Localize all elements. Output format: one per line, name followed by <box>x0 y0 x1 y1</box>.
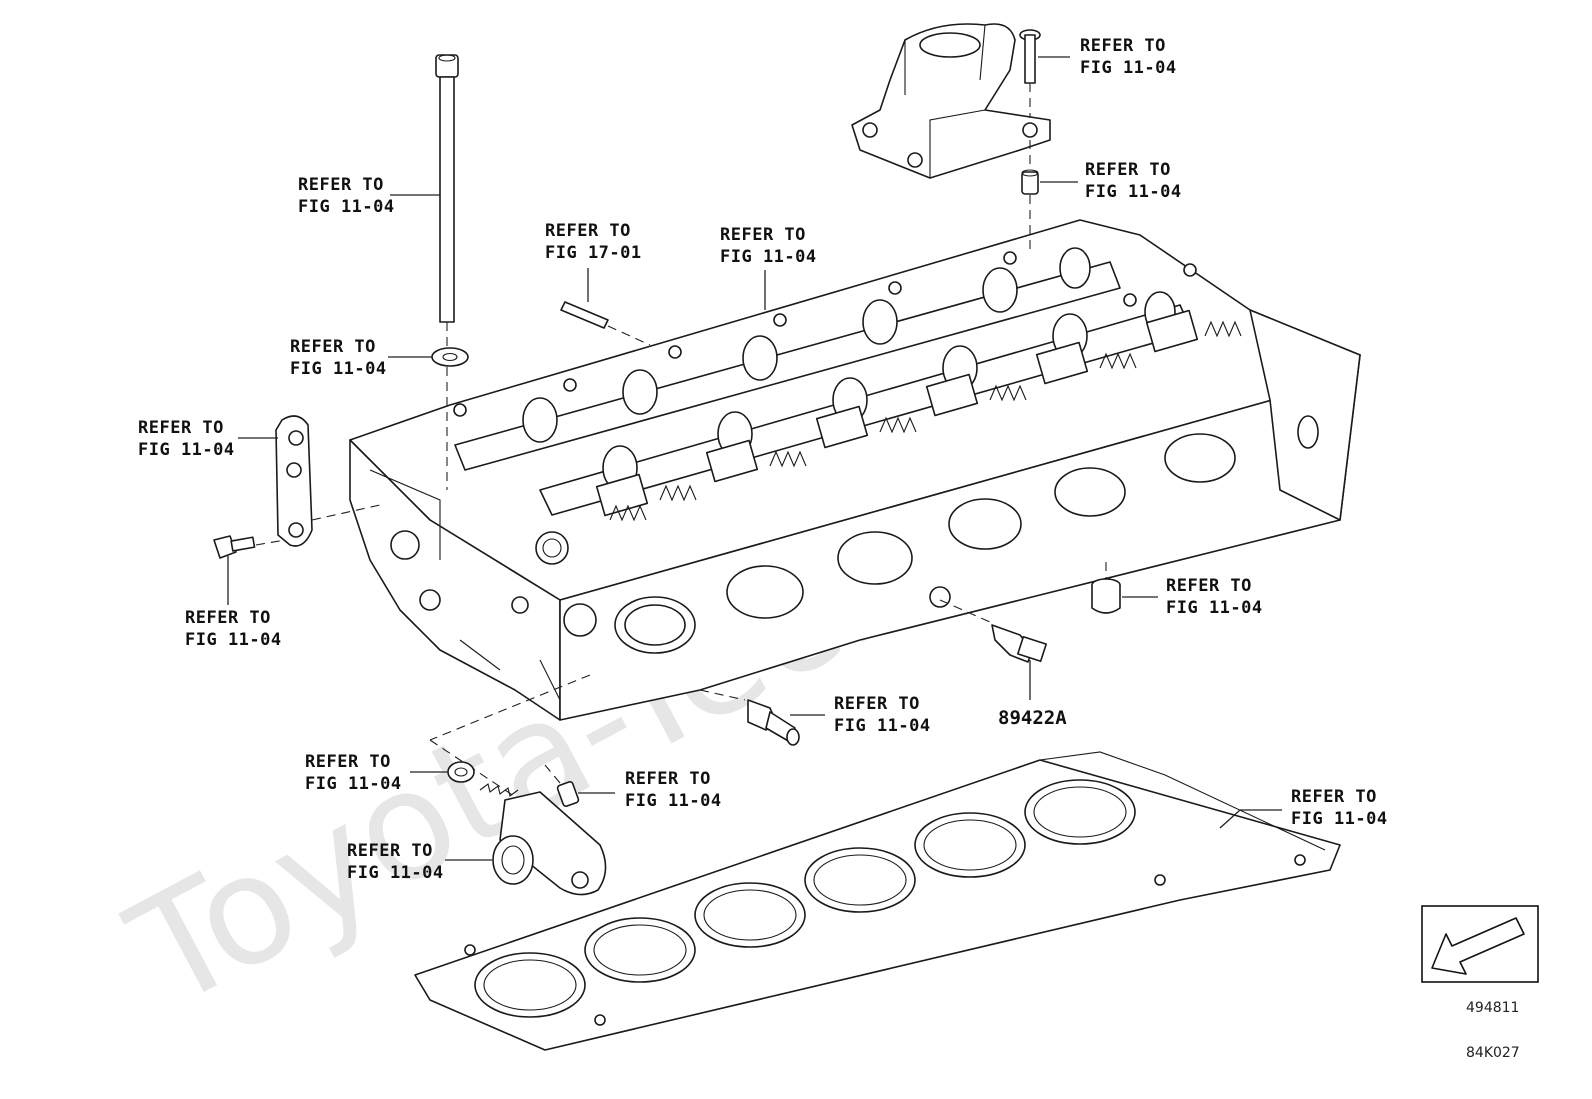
camshaft-assembly <box>453 247 1242 522</box>
callout-bracket-top: REFER TO FIG 11-04 <box>1080 36 1177 78</box>
callout-line2: FIG 11-04 <box>138 440 235 460</box>
callout-bolt-ocv: REFER TO FIG 11-04 <box>625 769 722 811</box>
figure-code: 84K027 <box>1466 1045 1520 1061</box>
callout-leaders <box>227 56 1282 861</box>
ocv-leader <box>429 674 591 741</box>
callout-line1: REFER TO <box>347 841 433 861</box>
union-fitting <box>699 689 800 746</box>
callout-line1: REFER TO <box>1166 576 1252 596</box>
callout-line1: REFER TO <box>1080 36 1166 56</box>
callout-line2: FIG 11-04 <box>1166 598 1263 618</box>
callout-line2: FIG 11-04 <box>347 863 444 883</box>
callout-line2: FIG 11-04 <box>305 774 402 794</box>
callout-bolt-small: REFER TO FIG 11-04 <box>185 608 282 650</box>
callout-bolt-long: REFER TO FIG 11-04 <box>298 175 395 217</box>
callout-line2: FIG 11-04 <box>720 247 817 267</box>
head-bolt-long <box>435 54 459 490</box>
callout-dowel: REFER TO FIG 11-04 <box>1085 160 1182 202</box>
callout-line1: REFER TO <box>305 752 391 772</box>
callout-line2: FIG 11-04 <box>834 716 931 736</box>
callout-ocv: REFER TO FIG 11-04 <box>347 841 444 883</box>
callout-gasket-ring: REFER TO FIG 11-04 <box>305 752 402 794</box>
callout-union: REFER TO FIG 11-04 <box>834 694 931 736</box>
callout-line1: REFER TO <box>625 769 711 789</box>
plug <box>1091 562 1121 614</box>
callout-washer: REFER TO FIG 11-04 <box>290 337 387 379</box>
callout-line1: REFER TO <box>298 175 384 195</box>
direction-code: 494811 <box>1466 1000 1519 1016</box>
callout-line1: REFER TO <box>1291 787 1377 807</box>
callout-line1: REFER TO <box>138 418 224 438</box>
stud <box>560 301 651 346</box>
callout-head-gasket: REFER TO FIG 11-04 <box>1291 787 1388 829</box>
callout-line1: REFER TO <box>545 221 631 241</box>
bolt-top <box>1019 29 1041 118</box>
bolt-small <box>213 535 286 559</box>
temperature-sensor <box>939 599 1047 663</box>
callout-line1: REFER TO <box>834 694 920 714</box>
bolt-ocv <box>544 764 580 808</box>
callout-stud: REFER TO FIG 17-01 <box>545 221 642 263</box>
part-number-label: 89422A <box>998 707 1067 729</box>
callout-line1: REFER TO <box>1085 160 1171 180</box>
callout-line2: FIG 11-04 <box>1085 182 1182 202</box>
callout-line2: FIG 11-04 <box>290 359 387 379</box>
callout-line1: REFER TO <box>185 608 271 628</box>
callout-line1: REFER TO <box>290 337 376 357</box>
callout-line2: FIG 11-04 <box>298 197 395 217</box>
callout-line2: FIG 17-01 <box>545 243 642 263</box>
callout-bracket-left: REFER TO FIG 11-04 <box>138 418 235 460</box>
dowel <box>1021 169 1039 195</box>
callout-line2: FIG 11-04 <box>1291 809 1388 829</box>
arrow-down-left-icon <box>1431 917 1525 975</box>
bracket-left <box>275 415 381 547</box>
gasket-ring <box>447 761 475 783</box>
bracket-top <box>851 23 1051 250</box>
washer <box>431 347 469 367</box>
callout-line2: FIG 11-04 <box>185 630 282 650</box>
callout-line1: REFER TO <box>720 225 806 245</box>
direction-indicator <box>1421 905 1539 983</box>
oil-control-valve <box>479 783 607 896</box>
callout-line2: FIG 11-04 <box>625 791 722 811</box>
callout-line2: FIG 11-04 <box>1080 58 1177 78</box>
callout-plug: REFER TO FIG 11-04 <box>1166 576 1263 618</box>
head-gasket <box>414 751 1341 1051</box>
callout-camshaft: REFER TO FIG 11-04 <box>720 225 817 267</box>
